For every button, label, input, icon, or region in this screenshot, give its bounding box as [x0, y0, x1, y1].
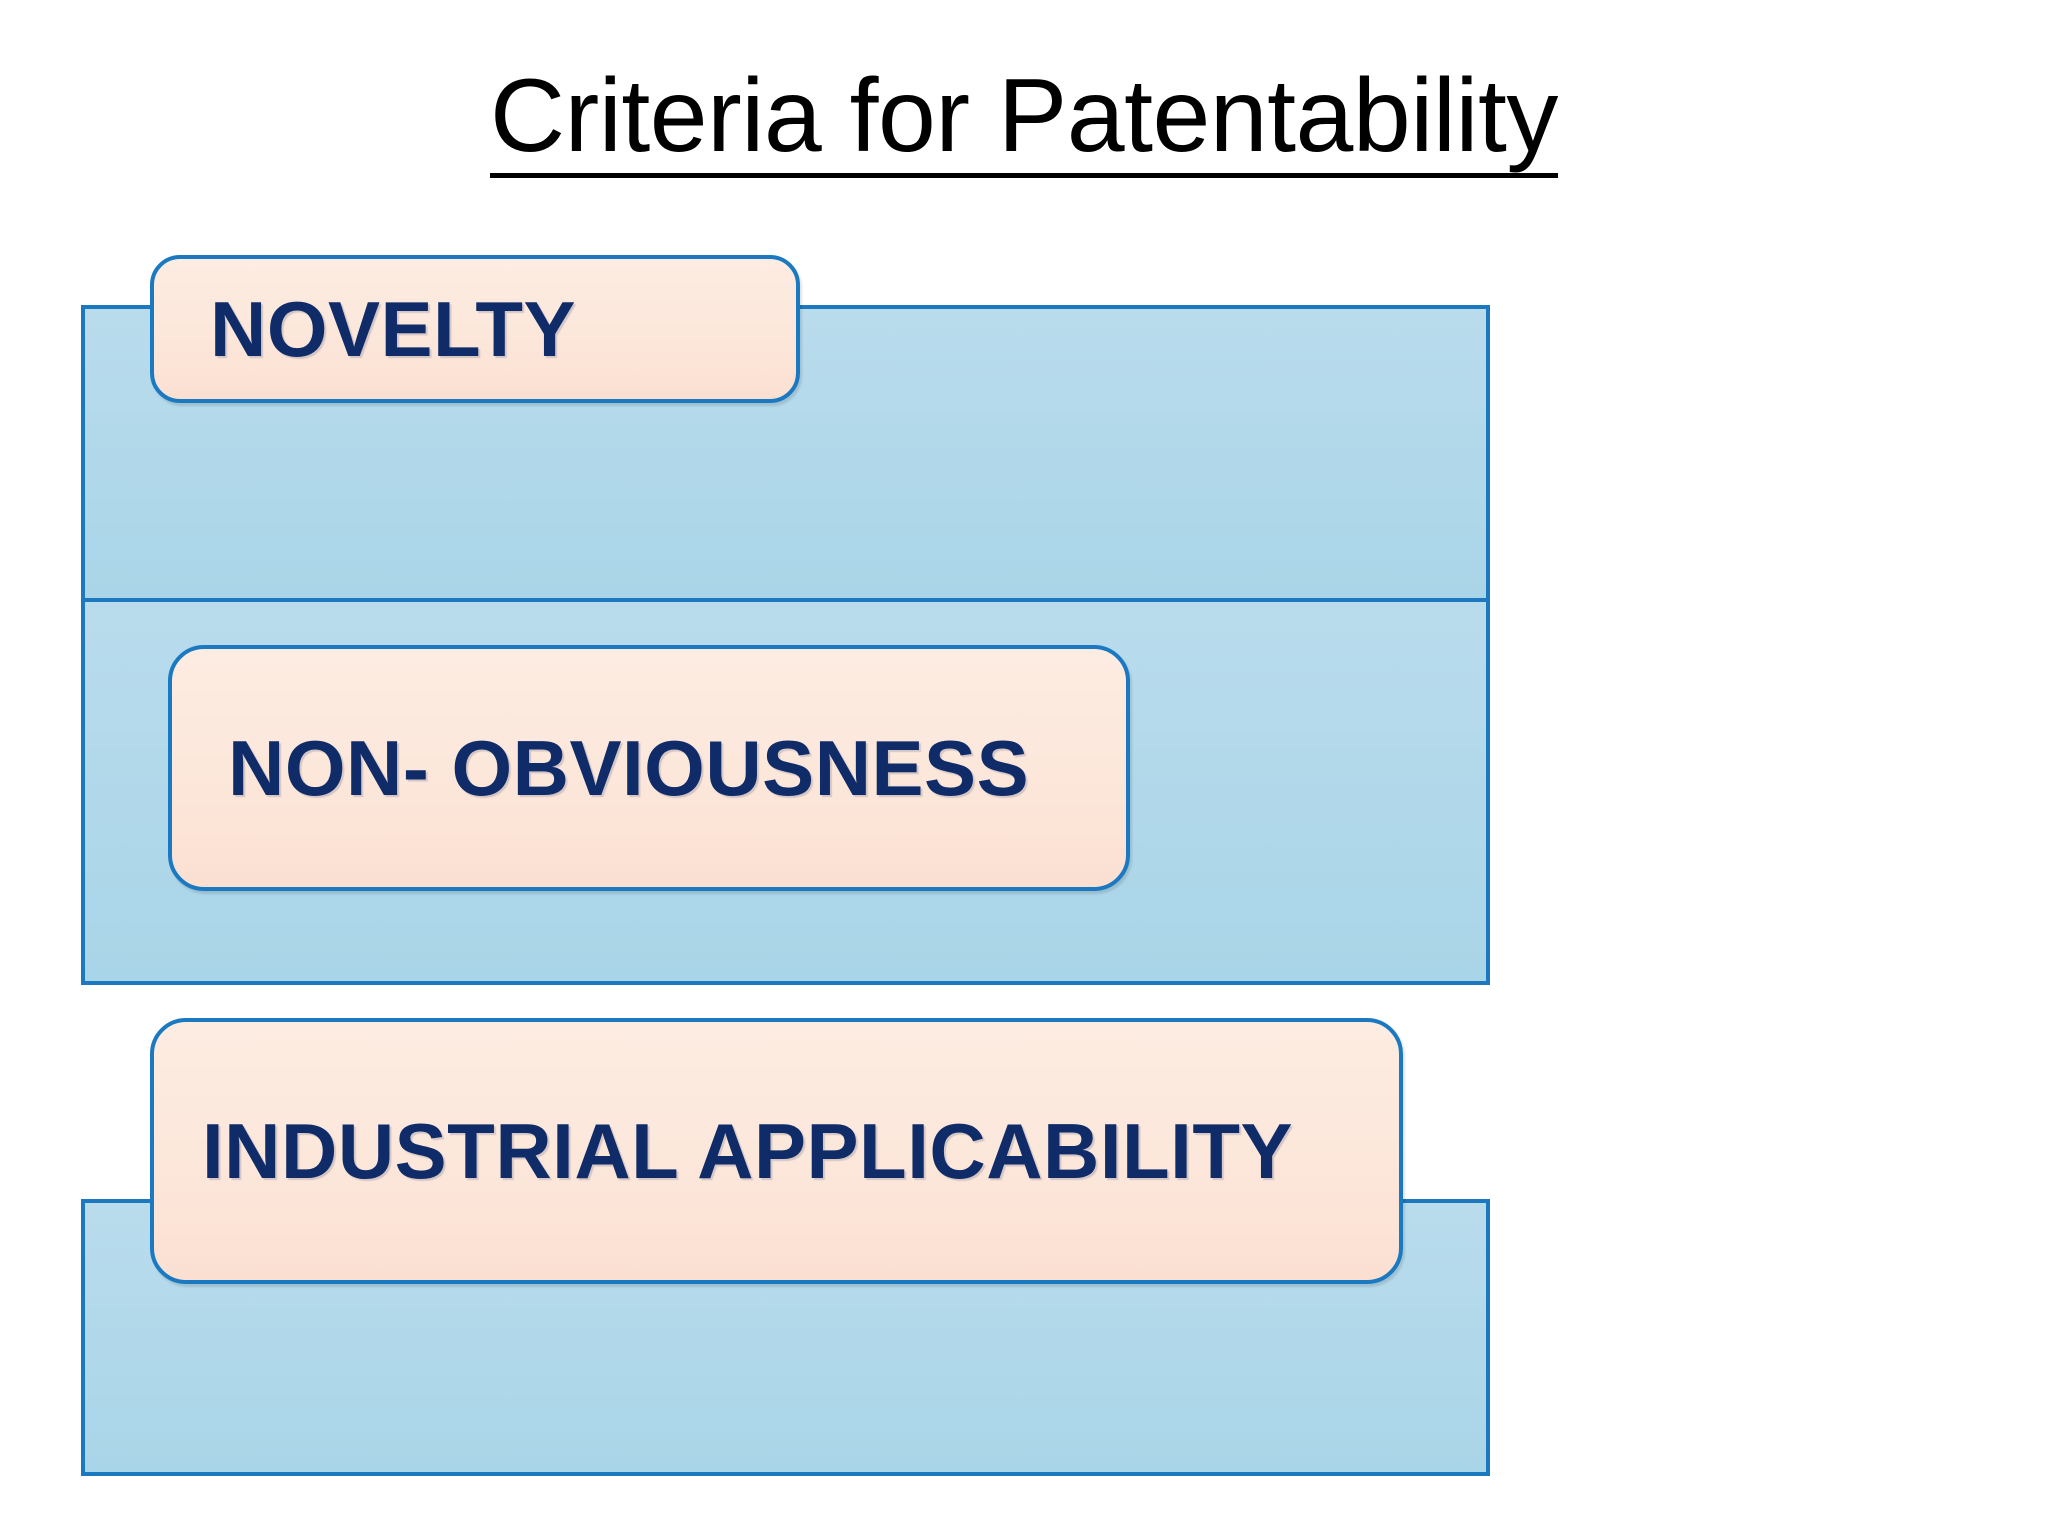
criterion-card-industrial-applicability[interactable]: INDUSTRIAL APPLICABILITY: [150, 1018, 1403, 1284]
criterion-label-non-obviousness: NON- OBVIOUSNESS: [228, 724, 1030, 812]
criterion-label-novelty: NOVELTY: [210, 285, 577, 373]
criterion-card-non-obviousness[interactable]: NON- OBVIOUSNESS: [168, 645, 1130, 891]
criterion-label-industrial-applicability: INDUSTRIAL APPLICABILITY: [202, 1107, 1294, 1195]
criterion-card-novelty[interactable]: NOVELTY: [150, 255, 800, 403]
page-title-text: Criteria for Patentability: [490, 61, 1558, 179]
page-title: Criteria for Patentability: [0, 61, 2048, 179]
